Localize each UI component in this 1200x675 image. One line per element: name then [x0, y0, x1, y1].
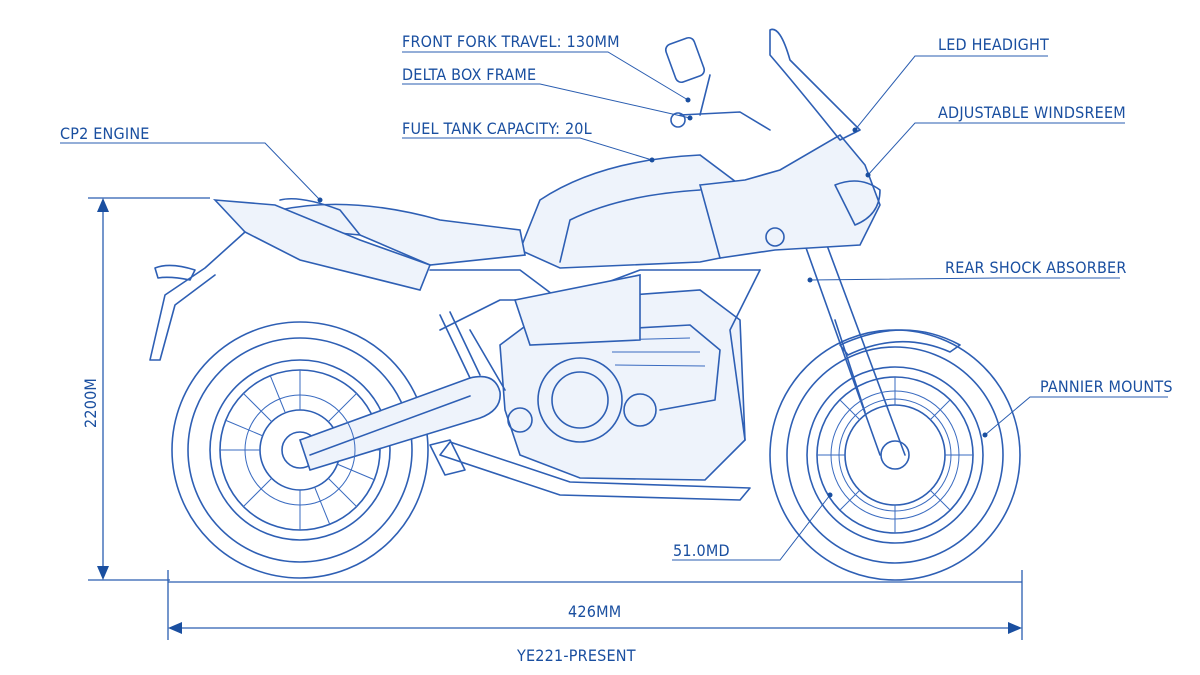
rear-brake-disc: [244, 394, 356, 506]
label-adjustable-windscreen: ADJUSTABLE WINDSREEM: [938, 103, 1126, 122]
handlebar: [664, 36, 771, 131]
dimension-length: 426MM: [568, 602, 621, 621]
front-wheel: [769, 329, 1021, 581]
label-led-headlight: LED HEADIGHT: [938, 35, 1049, 54]
front-brake-disc: [830, 390, 960, 520]
exhaust: [439, 441, 751, 501]
label-cp2-engine: CP2 ENGINE: [60, 124, 150, 143]
label-fuel-tank-capacity: FUEL TANK CAPACITY: 20L: [402, 119, 592, 138]
label-wheel-dimension: 51.0MD: [673, 541, 730, 560]
label-front-fork-travel: FRONT FORK TRAVEL: 130MM: [402, 32, 620, 51]
model-years: YE221-PRESENT: [516, 646, 636, 665]
rear-hugger: [149, 231, 246, 361]
label-rear-shock-absorber: REAR SHOCK ABSORBER: [945, 258, 1127, 277]
front-fairing: [698, 133, 881, 259]
tail-section: [212, 199, 432, 291]
dimension-lines: [88, 197, 1023, 640]
swingarm: [298, 375, 501, 471]
rear-wheel: [171, 321, 429, 579]
motorcycle-drawing: [149, 28, 1021, 581]
rear-shock: [439, 314, 471, 379]
dimension-height: 2200M: [81, 378, 100, 428]
seat: [279, 203, 526, 266]
leader-lines: [60, 51, 1168, 561]
label-pannier-mounts: PANNIER MOUNTS: [1040, 377, 1173, 396]
label-delta-box-frame: DELTA BOX FRAME: [402, 65, 536, 84]
frame: [429, 269, 761, 441]
front-fender: [839, 329, 961, 356]
windscreen: [769, 28, 861, 141]
